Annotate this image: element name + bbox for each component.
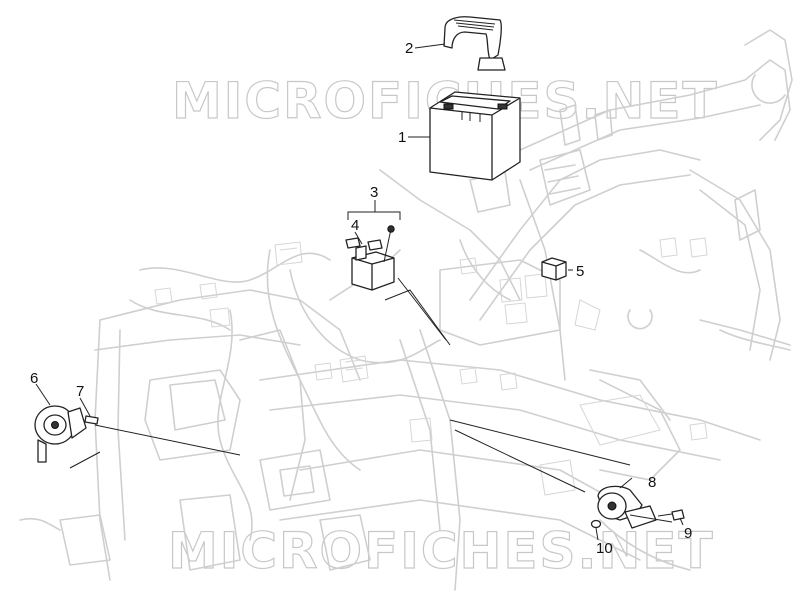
callout-4: 4 xyxy=(351,217,359,234)
callout-9: 9 xyxy=(684,525,692,542)
horn-right xyxy=(597,485,657,529)
fuse-box xyxy=(345,225,395,291)
callout-7: 7 xyxy=(76,383,84,400)
callout-3: 3 xyxy=(370,184,378,201)
callout-8: 8 xyxy=(648,474,656,491)
callout-2: 2 xyxy=(405,40,413,57)
screw-right xyxy=(657,509,685,521)
washer-right xyxy=(590,519,602,529)
relay xyxy=(541,257,567,281)
callout-leaders xyxy=(35,43,684,541)
battery-strap xyxy=(443,16,506,71)
scooter-frame xyxy=(19,29,793,591)
battery xyxy=(429,91,521,181)
horn-left xyxy=(34,405,87,463)
callout-5: 5 xyxy=(576,263,584,280)
watermark-bottom: MICROFICHES.NET xyxy=(168,522,715,580)
callout-6: 6 xyxy=(30,370,38,387)
callout-1: 1 xyxy=(398,129,406,146)
screw-horn xyxy=(79,397,99,425)
callout-labels: 1 2 3 4 5 6 7 8 9 10 xyxy=(30,40,692,557)
callout-10: 10 xyxy=(596,540,613,557)
